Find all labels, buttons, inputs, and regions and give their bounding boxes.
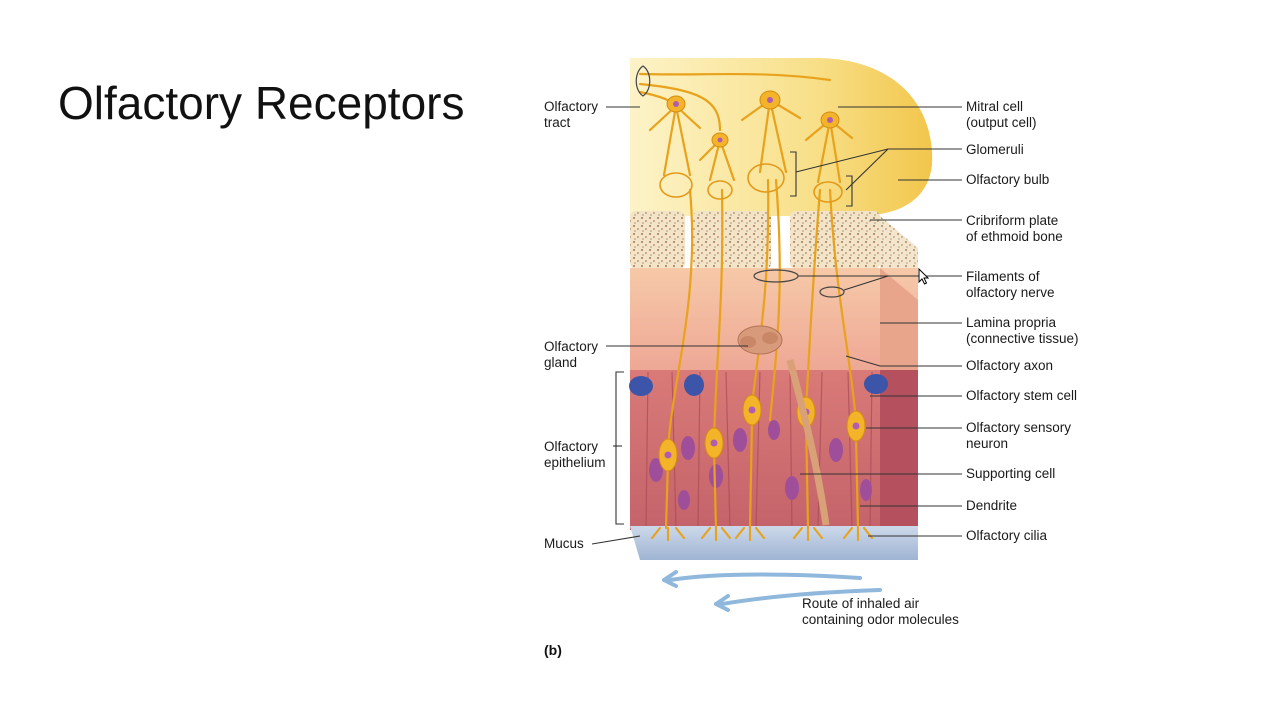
mucus-layer — [630, 526, 918, 560]
glomeruli — [659, 163, 843, 203]
label-line: neuron — [966, 436, 1009, 451]
label-olfactory-tract: Olfactory tract — [544, 99, 598, 131]
label-line: of ethmoid bone — [966, 229, 1063, 244]
label-line: Glomeruli — [966, 142, 1024, 157]
label-supporting-cell: Supporting cell — [966, 466, 1055, 482]
label-olfactory-cilia: Olfactory cilia — [966, 528, 1047, 544]
label-line: gland — [544, 355, 578, 370]
label-line: Route of inhaled air — [802, 596, 920, 611]
label-stem-cell: Olfactory stem cell — [966, 388, 1077, 404]
label-line: tract — [544, 115, 571, 130]
label-cribriform-plate: Cribriform plate of ethmoid bone — [966, 213, 1063, 245]
label-line: Olfactory axon — [966, 358, 1054, 373]
label-line: Supporting cell — [966, 466, 1056, 481]
label-mitral-cell: Mitral cell (output cell) — [966, 99, 1037, 131]
slide-title: Olfactory Receptors — [58, 77, 465, 129]
label-line: containing odor molecules — [802, 612, 959, 627]
label-olfactory-epithelium: Olfactory epithelium — [544, 439, 606, 471]
label-sensory-neuron: Olfactory sensory neuron — [966, 420, 1071, 452]
brackets — [615, 151, 853, 525]
label-dendrite: Dendrite — [966, 498, 1017, 514]
olfactory-bulb — [630, 58, 933, 216]
mouse-cursor-icon — [918, 268, 930, 285]
label-line: Filaments of — [966, 269, 1040, 284]
label-olfactory-axon: Olfactory axon — [966, 358, 1053, 374]
label-line: epithelium — [544, 455, 606, 470]
air-route-arrows — [662, 570, 882, 612]
olfactory-gland — [737, 325, 830, 526]
leader-lines — [591, 106, 962, 545]
label-line: olfactory nerve — [966, 285, 1055, 300]
filament-markers — [635, 65, 845, 298]
label-line: Olfactory — [544, 99, 599, 114]
label-line: Mitral cell — [966, 99, 1024, 114]
label-line: Dendrite — [966, 498, 1018, 513]
label-line: Olfactory cilia — [966, 528, 1048, 543]
label-glomeruli: Glomeruli — [966, 142, 1024, 158]
label-lamina-propria: Lamina propria (connective tissue) — [966, 315, 1079, 347]
label-line: Olfactory — [544, 339, 599, 354]
label-olfactory-gland: Olfactory gland — [544, 339, 598, 371]
label-line: (connective tissue) — [966, 331, 1079, 346]
label-line: Olfactory — [544, 439, 599, 454]
label-line: Cribriform plate — [966, 213, 1059, 228]
olfactory-epithelium — [629, 370, 918, 530]
label-line: (output cell) — [966, 115, 1037, 130]
label-line: Olfactory bulb — [966, 172, 1050, 187]
neuron-cell-bodies — [658, 90, 866, 472]
lamina-propria — [630, 268, 918, 372]
label-line: Olfactory sensory — [966, 420, 1072, 435]
label-air-route: Route of inhaled air containing odor mol… — [802, 596, 959, 628]
label-line: Lamina propria — [966, 315, 1057, 330]
label-line: Mucus — [544, 536, 584, 551]
label-mucus: Mucus — [544, 536, 584, 552]
label-line: Olfactory stem cell — [966, 388, 1078, 403]
label-olfactory-bulb: Olfactory bulb — [966, 172, 1049, 188]
panel-letter: (b) — [544, 642, 562, 658]
neurons — [638, 72, 874, 542]
label-filaments: Filaments of olfactory nerve — [966, 269, 1055, 301]
